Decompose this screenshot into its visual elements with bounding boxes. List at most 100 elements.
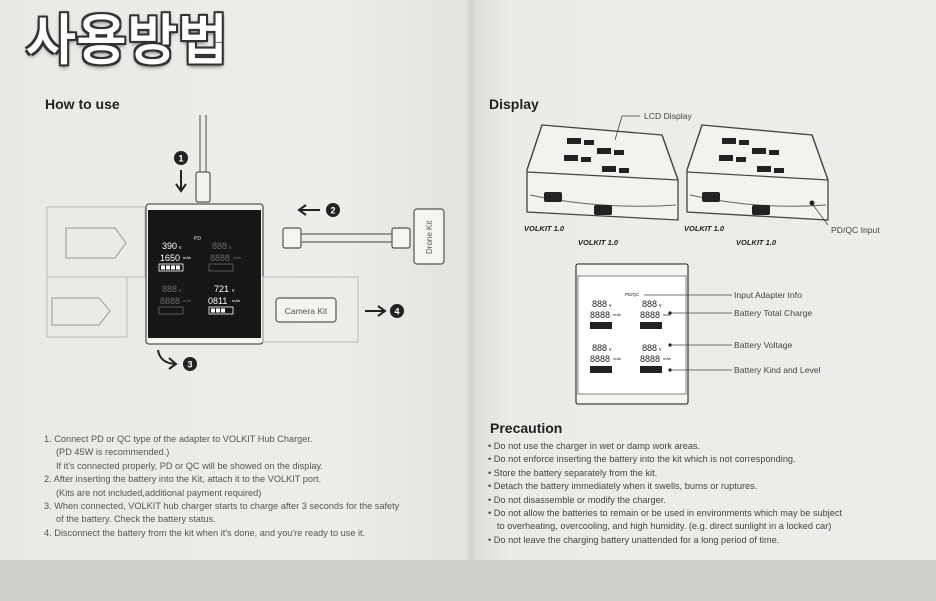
svg-text:v: v xyxy=(609,347,612,353)
step-text-2: 2. After inserting the battery into the … xyxy=(44,474,322,485)
brand-label-1a: VOLKIT 1.0 xyxy=(524,224,565,233)
lcd-leader-lines xyxy=(644,294,732,371)
lcd-panel-cell-1: 888 v 8888 mAh xyxy=(590,299,621,329)
svg-text:mAh: mAh xyxy=(232,298,240,303)
step-text-1-note: (PD 45W is recommended.) xyxy=(56,447,170,458)
svg-text:721: 721 xyxy=(214,284,229,294)
svg-text:v: v xyxy=(179,245,182,251)
arrow-1-icon xyxy=(175,170,187,193)
how-to-use-diagram: 1 PD 390 v 1650 mAh 888 v 8888 mAh 888 v… xyxy=(46,115,445,371)
table-edge xyxy=(0,560,936,601)
svg-text:v: v xyxy=(179,288,182,294)
svg-text:v: v xyxy=(229,245,232,251)
brand-label-1b: VOLKIT 1.0 xyxy=(578,238,619,247)
drone-cable-plug-left xyxy=(282,227,302,249)
svg-text:1650: 1650 xyxy=(160,253,180,263)
step-1-badge xyxy=(174,151,188,165)
right-page xyxy=(472,0,936,601)
pdqc-input-leader xyxy=(812,204,829,226)
how-to-use-heading: How to use xyxy=(45,96,120,112)
step-3-number: 3 xyxy=(187,360,192,370)
lcd-panel-cell-2: 888 v 8888 mAh xyxy=(640,299,671,329)
svg-text:390: 390 xyxy=(162,241,177,251)
svg-text:v: v xyxy=(232,288,235,294)
svg-text:mAh: mAh xyxy=(233,255,241,260)
svg-text:8888: 8888 xyxy=(210,253,230,263)
step-text-3: 3. When connected, VOLKIT hub charger st… xyxy=(44,501,400,512)
precaution-item: • Do not leave the charging battery unat… xyxy=(488,534,780,545)
precaution-heading: Precaution xyxy=(490,420,563,436)
step-text-1-detail: If it's connected properly, PD or QC wil… xyxy=(56,460,323,471)
svg-text:8888: 8888 xyxy=(640,354,660,364)
svg-text:8888: 8888 xyxy=(640,310,660,320)
display-heading: Display xyxy=(489,96,539,112)
precaution-item: • Detach the battery immediately when it… xyxy=(488,481,758,492)
svg-text:888: 888 xyxy=(212,241,227,251)
precaution-item-cont: to overheating, overcooling, and high hu… xyxy=(497,521,832,532)
precaution-list: • Do not use the charger in wet or damp … xyxy=(488,440,908,547)
svg-text:888: 888 xyxy=(642,343,657,353)
precaution-item: • Do not enforce inserting the battery i… xyxy=(488,454,796,465)
brand-label-2a: VOLKIT 1.0 xyxy=(684,224,725,233)
display-diagram: LCD Display VOLKIT 1.0 VOLKIT 1.0 PD/QC … xyxy=(524,111,880,405)
charger-illustration-1 xyxy=(526,124,679,221)
step-text-2-note: (Kits are not included,additional paymen… xyxy=(56,487,262,498)
adapter-plug xyxy=(195,171,211,203)
svg-text:v: v xyxy=(659,347,662,353)
lcd-panel-screen xyxy=(577,275,687,395)
arrow-3-icon xyxy=(157,349,178,370)
svg-text:888: 888 xyxy=(592,343,607,353)
camera-kit-box xyxy=(275,297,337,323)
step-text-1: 1. Connect PD or QC type of the adapter … xyxy=(44,434,313,444)
svg-text:mAh: mAh xyxy=(183,255,191,260)
overlay-title: 사용방법 xyxy=(26,9,229,72)
kit-outline-bottom xyxy=(46,276,128,338)
hub-lcd-cell-1: 390 v 1650 mAh xyxy=(158,241,191,272)
svg-text:888: 888 xyxy=(642,299,657,309)
precaution-item: • Do not disassemble or modify the charg… xyxy=(488,494,666,505)
precaution-item: • Do not allow the batteries to remain o… xyxy=(488,508,843,519)
svg-text:mAh: mAh xyxy=(613,356,621,361)
precaution-item: • Store the battery separately from the … xyxy=(488,467,658,478)
step-3-badge xyxy=(183,357,197,371)
camera-kit-label: Camera Kit xyxy=(285,306,328,316)
lcd-label-total-charge: Battery Total Charge xyxy=(734,308,812,318)
lcd-label-voltage: Battery Voltage xyxy=(734,340,793,350)
step-4-badge xyxy=(390,304,404,318)
adapter-cable xyxy=(199,115,207,172)
svg-text:8888: 8888 xyxy=(590,354,610,364)
step-1-number: 1 xyxy=(178,154,183,164)
svg-text:888: 888 xyxy=(162,284,177,294)
step-text-3-cont: of the battery. Check the battery status… xyxy=(56,514,216,525)
arrow-2-icon xyxy=(297,204,320,216)
drone-cable-plug-right xyxy=(391,227,411,249)
svg-text:8888: 8888 xyxy=(590,310,610,320)
svg-text:0811: 0811 xyxy=(208,296,227,306)
lcd-display-leader xyxy=(614,115,623,141)
drone-kit-box xyxy=(413,208,445,265)
svg-text:mAh: mAh xyxy=(183,298,191,303)
camera-kit-outline xyxy=(262,276,359,343)
drone-cable xyxy=(301,233,392,243)
step-2-number: 2 xyxy=(330,206,335,216)
pdqc-tag: PD/QC xyxy=(625,292,640,297)
lcd-panel-cell-3: 888 v 8888 mAh xyxy=(590,343,621,373)
svg-text:8888: 8888 xyxy=(160,296,180,306)
charger-illustration-2 xyxy=(686,124,829,221)
hub-lcd-cell-4: 721 v 0811 mAh xyxy=(208,284,240,315)
pdqc-input-label: PD/QC Input xyxy=(831,225,880,235)
pd-tag: PD xyxy=(194,236,201,242)
svg-text:v: v xyxy=(609,303,612,309)
battery-outline-top xyxy=(65,227,127,259)
drone-kit-label: Drone Kit xyxy=(425,220,434,254)
hub-lcd-cell-3: 888 v 8888 mAh xyxy=(158,284,191,315)
lcd-display-label: LCD Display xyxy=(644,111,692,121)
kit-outline-top xyxy=(46,206,146,278)
lcd-label-kind-level: Battery Kind and Level xyxy=(734,365,821,375)
arrow-4-icon xyxy=(365,305,387,317)
svg-text:888: 888 xyxy=(592,299,607,309)
book-gutter xyxy=(466,0,476,601)
lcd-label-input-adapter: Input Adapter Info xyxy=(734,290,802,300)
step-4-number: 4 xyxy=(394,307,399,317)
lcd-panel-cell-4: 888 v 8888 mAh xyxy=(640,343,671,373)
